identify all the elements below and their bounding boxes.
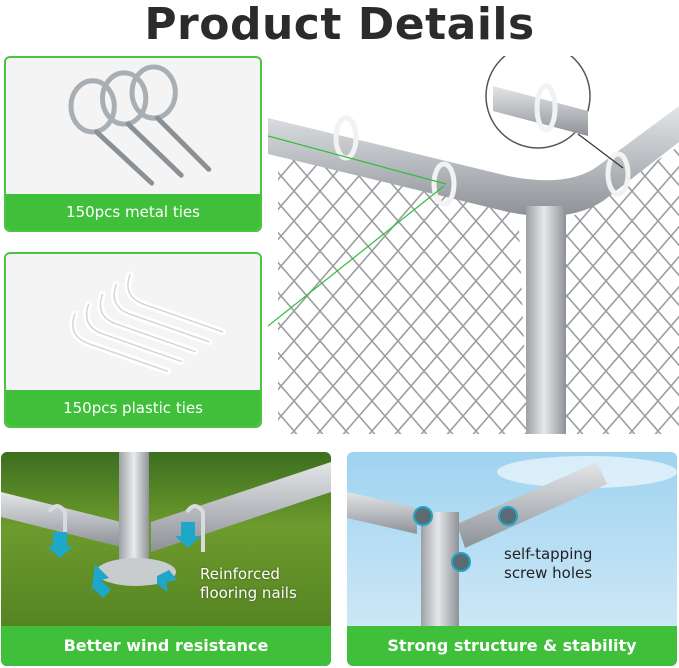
fence-corner-photo: [268, 56, 679, 434]
metal-ties-card: 150pcs metal ties: [4, 56, 262, 232]
screw-holes-callout: self-tapping screw holes: [504, 545, 593, 582]
plastic-ties-label: 150pcs plastic ties: [6, 390, 260, 426]
structure-stability-label: Strong structure & stability: [347, 626, 677, 666]
page-title: Product Details: [144, 0, 535, 50]
plastic-ties-card: 150pcs plastic ties: [4, 252, 262, 428]
metal-ties-label: 150pcs metal ties: [6, 194, 260, 230]
flooring-nails-callout: Reinforced flooring nails: [200, 565, 297, 602]
wind-resistance-card: Better wind resistance: [1, 452, 331, 666]
plastic-ties-icon: [6, 255, 260, 391]
structure-stability-card: Strong structure & stability: [347, 452, 677, 666]
metal-ties-icon: [6, 59, 260, 195]
wind-resistance-label: Better wind resistance: [1, 626, 331, 666]
